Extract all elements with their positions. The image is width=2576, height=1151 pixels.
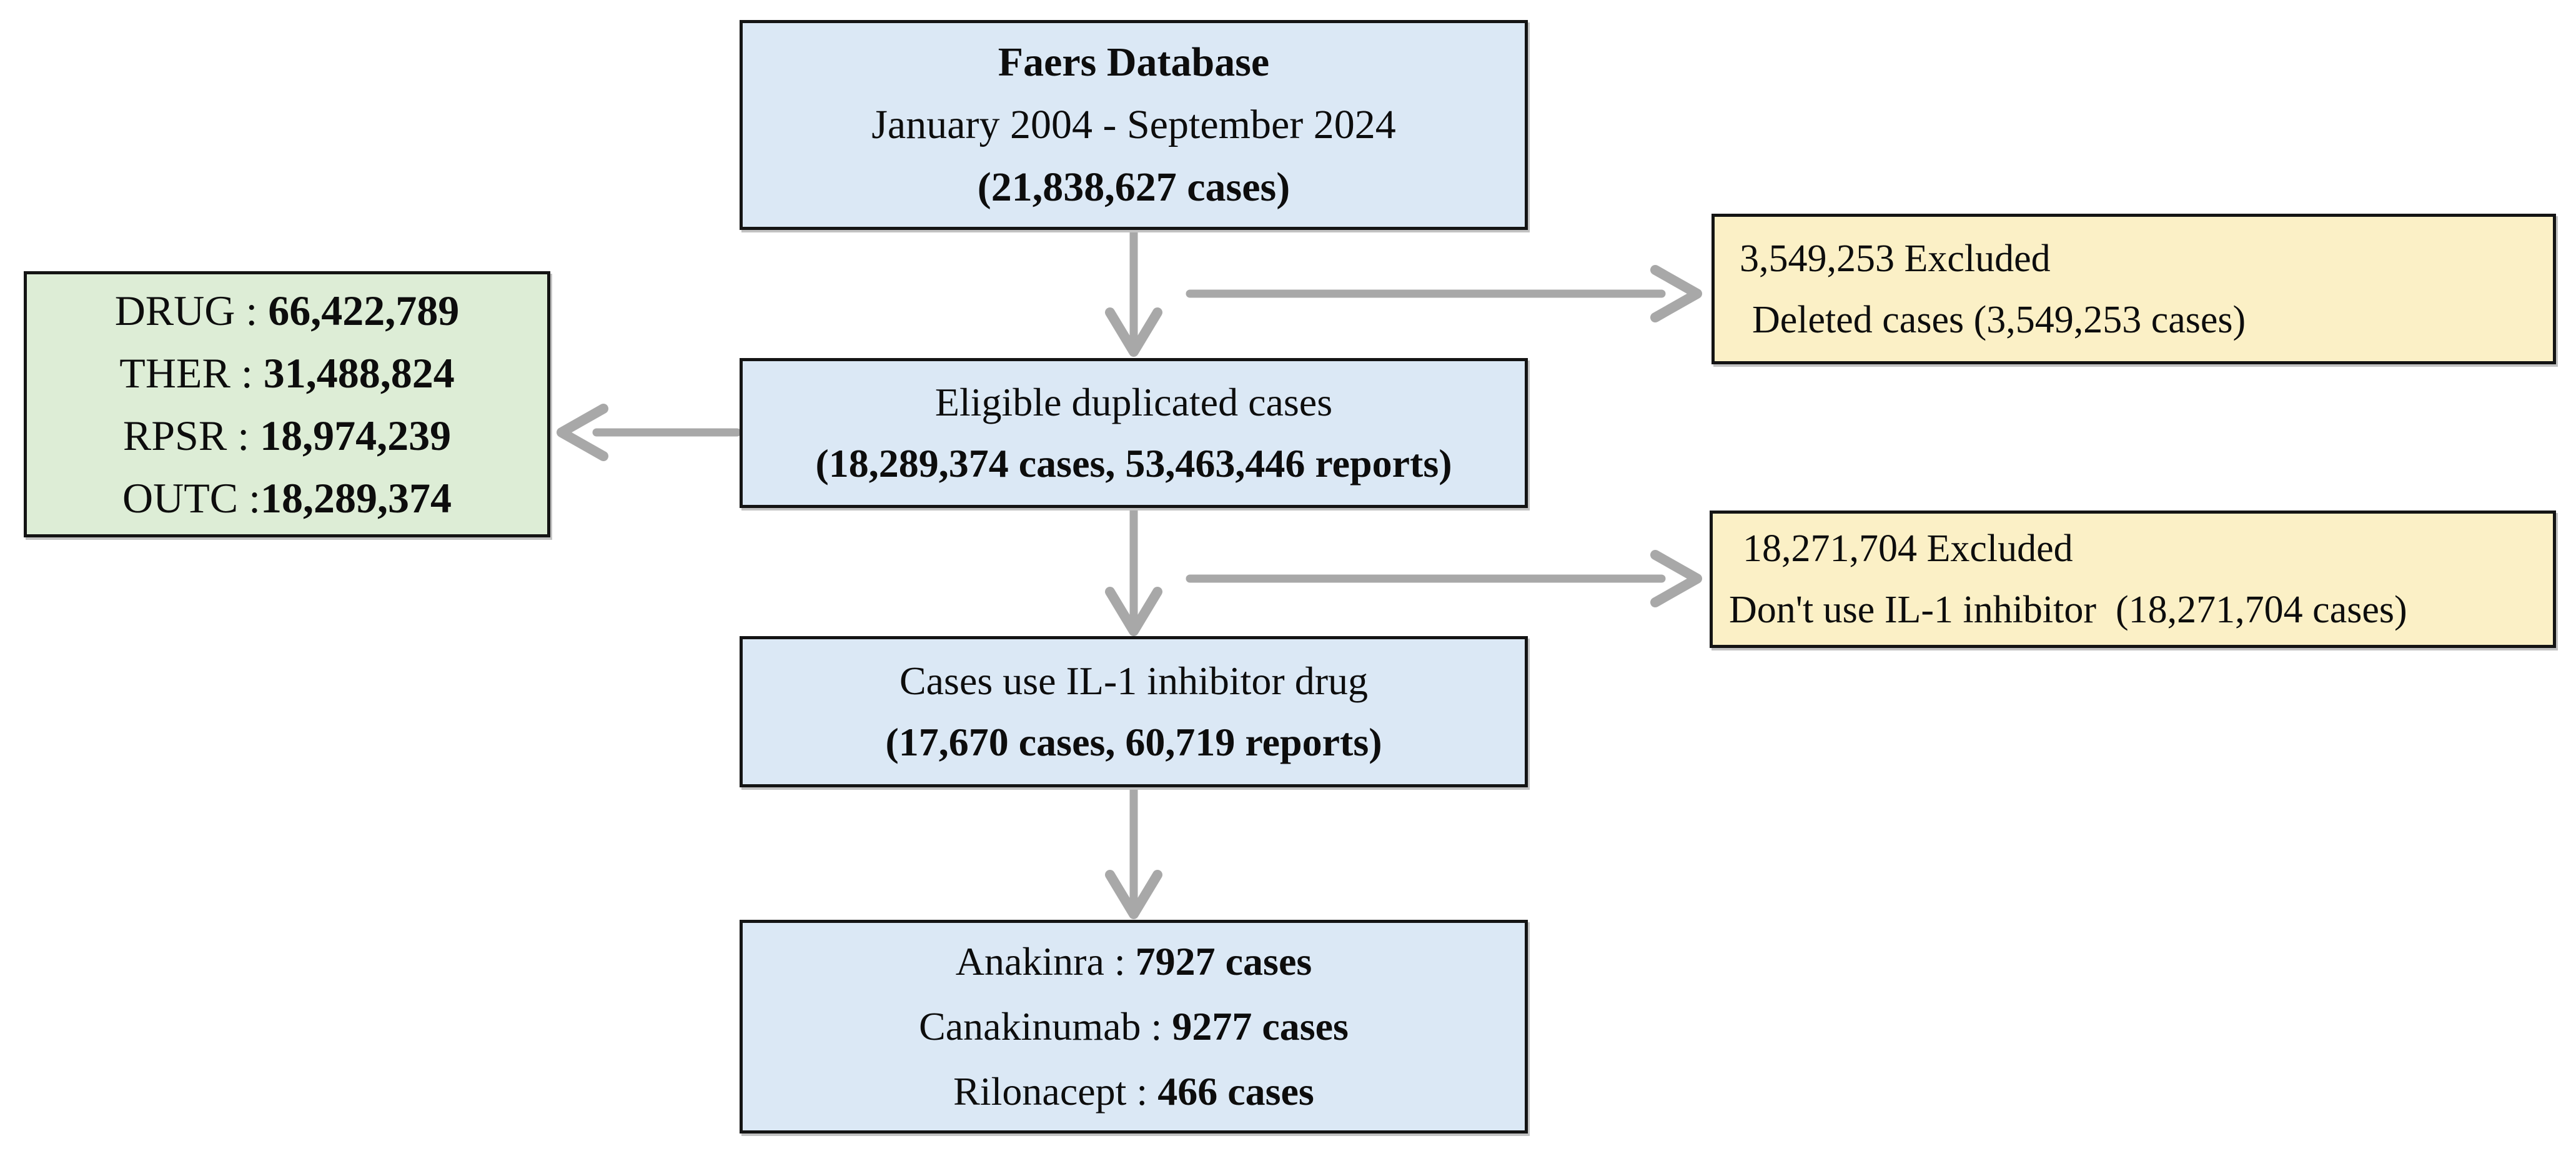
arrow-eligible-down-icon [1105,506,1162,636]
il1-cases-counts: (17,670 cases, 60,719 reports) [885,720,1382,764]
drug-label: Canakinumab : [919,1004,1172,1049]
table-value: 18,289,374 [260,474,452,522]
drug-value: 466 cases [1157,1069,1314,1114]
drug-breakdown-box: Anakinra : 7927 cases Canakinumab : 9277… [740,920,1528,1134]
table-row-outc: OUTC :18,289,374 [27,467,547,529]
eligible-cases-title: Eligible duplicated cases [934,380,1333,424]
drug-row-canakinumab: Canakinumab : 9277 cases [743,994,1525,1059]
faers-database-box: Faers Database January 2004 - September … [740,20,1528,230]
drug-value: 9277 cases [1172,1004,1349,1049]
drug-value: 7927 cases [1135,939,1312,984]
il1-cases-title: Cases use IL-1 inhibitor drug [899,659,1369,703]
drug-row-anakinra: Anakinra : 7927 cases [743,929,1525,994]
table-label: OUTC : [122,474,260,522]
table-row-drug: DRUG : 66,422,789 [27,279,547,342]
excluded-no-il1-count: 18,271,704 Excluded [1743,527,2073,570]
il1-inhibitor-cases-box: Cases use IL-1 inhibitor drug (17,670 ca… [740,636,1528,787]
eligible-cases-counts: (18,289,374 cases, 53,463,446 reports) [815,441,1452,486]
arrow-il1-down-icon [1105,784,1162,919]
table-value: 18,974,239 [260,412,452,459]
arrow-no-il1-excluded-right-icon [1186,550,1702,607]
table-label: DRUG : [114,287,269,334]
table-row-ther: THER : 31,488,824 [27,342,547,404]
table-row-rpsr: RPSR : 18,974,239 [27,404,547,467]
table-value: 66,422,789 [268,287,460,334]
faers-database-cases: (21,838,627 cases) [977,164,1290,210]
table-label: THER : [119,349,264,397]
arrow-tables-left-icon [557,404,741,461]
arrow-deleted-excluded-right-icon [1186,265,1702,322]
arrow-source-down-icon [1105,228,1162,357]
excluded-no-il1-reason: Don't use IL-1 inhibitor (18,271,704 cas… [1729,589,2407,631]
faers-database-period: January 2004 - September 2024 [871,102,1396,147]
table-value: 31,488,824 [263,349,455,397]
excluded-deleted-count: 3,549,253 Excluded [1740,237,2051,280]
drug-label: Rilonacept : [953,1069,1158,1114]
excluded-deleted-reason: Deleted cases (3,549,253 cases) [1752,298,2246,341]
faers-database-title: Faers Database [998,39,1270,85]
excluded-no-il1-box: 18,271,704 Excluded Don't use IL-1 inhib… [1710,511,2556,648]
table-label: RPSR : [122,412,260,459]
drug-row-rilonacept: Rilonacept : 466 cases [743,1059,1525,1124]
excluded-deleted-cases-box: 3,549,253 Excluded Deleted cases (3,549,… [1712,214,2556,364]
eligible-cases-box: Eligible duplicated cases (18,289,374 ca… [740,358,1528,508]
data-tables-box: DRUG : 66,422,789 THER : 31,488,824 RPSR… [24,271,550,537]
drug-label: Anakinra : [955,939,1136,984]
